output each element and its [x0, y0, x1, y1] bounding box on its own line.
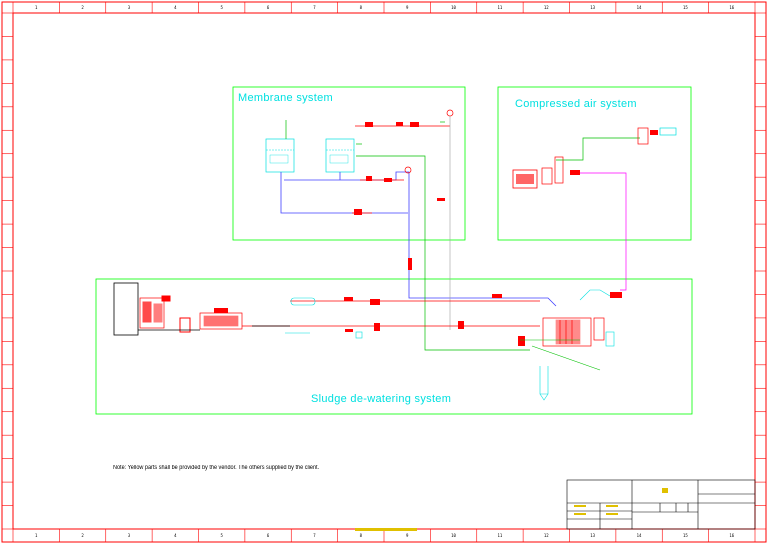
ruler-number: 13: [590, 533, 595, 538]
ruler-number: 14: [637, 5, 642, 10]
ruler-number: 9: [406, 533, 409, 538]
membrane-system-box: [232, 86, 466, 241]
sludge-green-lines: [520, 339, 601, 371]
ruler-number: 2: [81, 533, 84, 538]
ruler-number: 4: [174, 533, 177, 538]
membrane-tank-1: [265, 120, 295, 173]
ruler-number: 16: [729, 533, 734, 538]
sludge-cyan-items: [285, 289, 615, 401]
membrane-system-title: Membrane system: [238, 92, 333, 104]
compressed-air-system-title: Compressed air system: [515, 98, 637, 110]
sludge-system-title: Sludge de-watering system: [311, 393, 452, 405]
title-block: [566, 479, 756, 530]
ruler-number: 14: [637, 533, 642, 538]
ruler-number: 4: [174, 5, 177, 10]
ruler-number: 13: [590, 5, 595, 10]
vendor-note: Note: Yellow parts shall be provided by …: [113, 465, 320, 471]
ruler-number: 16: [729, 5, 734, 10]
inner-border: [12, 12, 756, 530]
compressed-air-system-box: [497, 86, 692, 241]
title-block-yellow-marks: [355, 488, 668, 531]
ruler-number: 6: [267, 533, 270, 538]
ruler-number: 8: [360, 5, 363, 10]
membrane-tank-2: [325, 138, 362, 173]
ruler-number: 12: [544, 5, 549, 10]
sludge-red-instruments: [344, 294, 525, 346]
ruler-number: 11: [498, 5, 503, 10]
ruler-number: 7: [313, 5, 316, 10]
ruler-number: 5: [220, 5, 223, 10]
ruler-number: 15: [683, 5, 688, 10]
sludge-system-box: [95, 278, 693, 415]
ruler-number: 6: [267, 5, 270, 10]
membrane-red-instruments: [354, 122, 445, 270]
compressor-unit: [512, 156, 580, 189]
belt-press: [199, 308, 243, 330]
membrane-green-pipes: [356, 121, 530, 351]
ruler-number: 12: [544, 533, 549, 538]
sludge-tank: [113, 282, 139, 336]
ruler-number: 5: [220, 533, 223, 538]
ruler-number: 7: [313, 533, 316, 538]
filter-press: [542, 292, 622, 347]
ruler-number: 10: [451, 533, 456, 538]
ruler-number: 10: [451, 5, 456, 10]
air-piping: [556, 127, 677, 291]
ruler-number: 1: [35, 5, 38, 10]
ruler-number: 9: [406, 5, 409, 10]
ruler-number: 2: [81, 5, 84, 10]
ruler-number: 3: [128, 5, 131, 10]
ruler-number: 3: [128, 533, 131, 538]
sludge-main-line: [138, 300, 540, 331]
membrane-blue-pipes: [280, 171, 557, 307]
ruler-number: 15: [683, 533, 688, 538]
sludge-pump-skid: [139, 295, 191, 333]
ruler-number: 11: [498, 533, 503, 538]
ruler-number: 1: [35, 533, 38, 538]
ruler-number: 8: [360, 533, 363, 538]
